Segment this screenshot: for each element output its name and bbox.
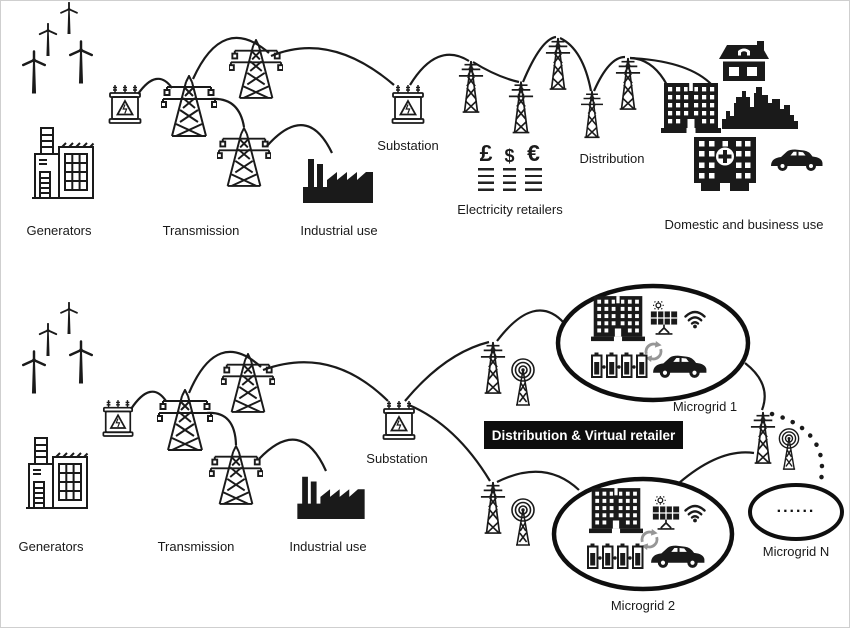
radio-mast-icon <box>778 428 800 470</box>
distribution-tower-icon <box>615 57 641 110</box>
distribution-tower-icon <box>580 90 604 139</box>
distribution-virtual-retailer-box: Distribution & Virtual retailer <box>484 421 683 449</box>
power-plant-icon <box>31 127 95 199</box>
wind-turbine-icon <box>68 340 94 385</box>
apartment-building-icon <box>591 296 645 342</box>
substation-icon <box>382 400 416 440</box>
transmission-tower-icon <box>209 445 263 505</box>
distribution-tower-icon <box>508 80 534 134</box>
microgrid-1-ellipse <box>555 283 751 403</box>
power-line-arcs-top <box>137 35 713 154</box>
transformer-icon <box>108 84 142 124</box>
distribution-tower-icon <box>750 411 776 464</box>
substation-icon <box>391 84 425 124</box>
label-industrial-top: Industrial use <box>300 223 378 238</box>
dollar-price-list: $ <box>503 147 516 193</box>
wind-turbine-icon <box>68 40 94 85</box>
car-icon <box>771 149 823 171</box>
dotted-link-microgrid-n <box>769 411 825 489</box>
microgrid-2-ellipse <box>551 476 735 592</box>
label-generators-bottom: Generators <box>18 539 84 554</box>
power-plant-icon <box>25 437 89 509</box>
wind-turbine-icon <box>59 2 79 34</box>
label-substation-top: Substation <box>377 138 439 153</box>
label-domestic-business-use: Domestic and business use <box>664 217 824 232</box>
label-transmission-bottom: Transmission <box>157 539 235 554</box>
price-lines <box>478 168 494 193</box>
wind-turbine-icon <box>21 50 47 96</box>
label-substation-bottom: Substation <box>366 451 428 466</box>
pound-price-list: £ <box>478 142 494 193</box>
microgrid-section <box>21 283 844 592</box>
transmission-tower-icon <box>221 353 275 413</box>
euro-price-list: € <box>525 142 542 193</box>
label-electricity-retailers: Electricity retailers <box>457 202 563 217</box>
distribution-tower-icon <box>458 60 484 113</box>
radio-mast-icon <box>511 358 535 406</box>
electric-car-icon <box>653 355 707 378</box>
solar-panel-icon <box>652 496 680 530</box>
apartment-building-icon <box>589 488 643 534</box>
wind-turbine-icon <box>21 350 47 396</box>
traditional-grid-section <box>21 2 823 203</box>
label-microgrid-n: Microgrid N <box>762 544 830 559</box>
distribution-tower-icon <box>480 481 506 534</box>
wind-turbine-icon <box>59 302 79 334</box>
hospital-icon <box>694 137 756 191</box>
electric-car-icon <box>651 545 705 568</box>
recycle-arrows-icon <box>643 340 664 363</box>
label-distribution-top: Distribution <box>579 151 645 166</box>
label-generators-top: Generators <box>26 223 92 238</box>
transmission-tower-icon <box>229 39 283 99</box>
euro-icon: € <box>527 140 540 166</box>
industrial-factory-icon <box>303 159 373 203</box>
wind-turbine-icon <box>38 23 58 56</box>
microgrid-n-ellipse <box>748 483 844 541</box>
wifi-icon <box>684 504 706 523</box>
power-line-arcs-bottom <box>130 309 766 491</box>
distribution-tower-icon <box>480 341 506 394</box>
pound-icon: £ <box>479 140 493 166</box>
dollar-icon: $ <box>504 146 515 166</box>
label-microgrid-1: Microgrid 1 <box>672 399 738 414</box>
transformer-icon <box>102 399 134 437</box>
wind-turbine-icon <box>38 323 58 356</box>
price-lines <box>503 168 516 193</box>
battery-bank-icon <box>591 352 648 378</box>
microgrid-n-dots: ...... <box>776 499 816 516</box>
radio-mast-icon <box>511 498 535 546</box>
battery-bank-icon <box>587 543 644 569</box>
price-lines <box>525 168 542 193</box>
label-transmission-top: Transmission <box>162 223 240 238</box>
label-industrial-bottom: Industrial use <box>289 539 367 554</box>
wifi-icon <box>684 310 706 329</box>
solar-panel-icon <box>650 301 678 335</box>
apartment-building-icon <box>661 83 721 133</box>
distribution-tower-icon <box>545 37 571 90</box>
recycle-arrows-icon <box>639 528 660 551</box>
house-icon <box>719 41 769 81</box>
transmission-tower-icon <box>217 127 271 187</box>
electricity-retailers-icon: £ $ € <box>478 140 542 193</box>
industrial-factory-icon <box>297 476 365 519</box>
label-microgrid-2: Microgrid 2 <box>610 598 676 613</box>
city-skyline-icon <box>722 87 798 129</box>
